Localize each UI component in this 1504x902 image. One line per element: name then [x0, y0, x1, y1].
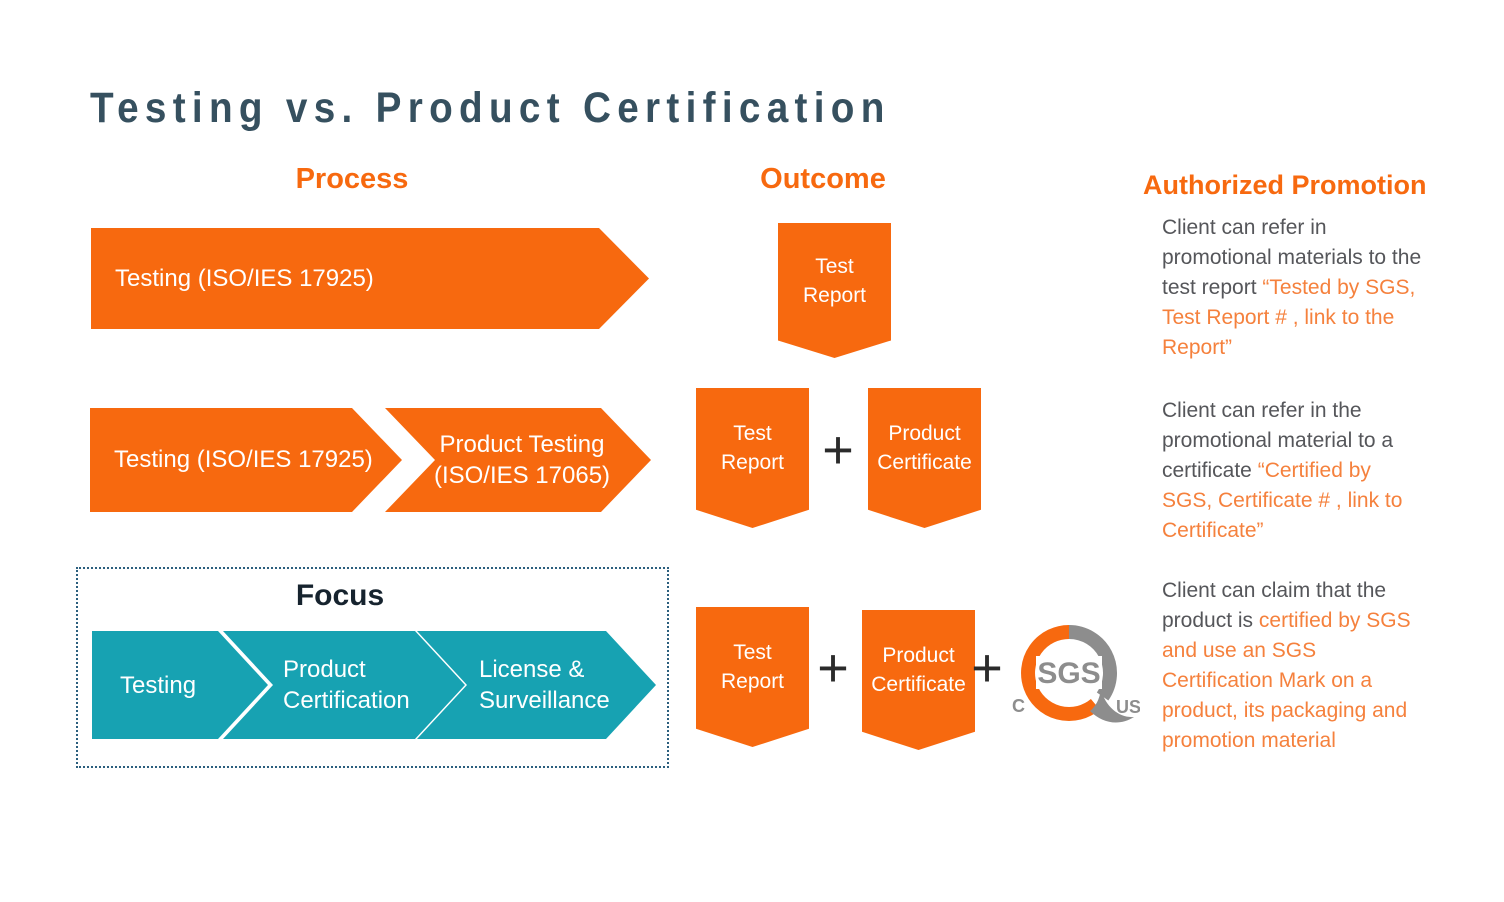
badge-label: Product Certificate — [877, 422, 972, 474]
page-title: Testing vs. Product Certification — [90, 84, 891, 132]
column-header-authorized-promotion: Authorized Promotion — [1143, 170, 1427, 200]
outcome-badge-test-report: Test Report — [696, 388, 809, 528]
focus-arrow-label: License & Surveillance — [479, 656, 610, 714]
column-header-process: Process — [295, 163, 409, 195]
promotion-text-orange: “Certified by SGS, Certificate # , link … — [1162, 459, 1403, 542]
promotion-text-orange: “Tested by SGS, Test Report # , link to … — [1162, 276, 1416, 359]
process-arrow-label: Testing (ISO/IES 17925) — [114, 446, 373, 473]
process-arrow-testing-17925: Testing (ISO/IES 17925) — [91, 228, 649, 329]
plus-sign: + — [817, 638, 849, 698]
badge-label: Test Report — [720, 641, 785, 693]
focus-box: Focus Testing Product Certification Lice… — [76, 567, 669, 768]
promotion-text-gray: Client can claim that the product is — [1162, 579, 1387, 632]
badge-label: Test Report — [802, 254, 867, 307]
sgs-logo-us-mark: US — [1116, 697, 1140, 717]
sgs-logo-text: SGS — [1037, 657, 1100, 690]
sgs-logo-c-mark: C — [1012, 696, 1025, 716]
sgs-certification-mark-icon: SGS C US — [1012, 625, 1140, 723]
promotion-paragraph-3: Client can claim that the product is cer… — [1162, 576, 1424, 756]
focus-title: Focus — [295, 579, 385, 612]
badge-label: Test Report — [720, 422, 785, 474]
promotion-paragraph-1: Client can refer in promotional material… — [1162, 213, 1424, 363]
promotion-text-gray: Client can refer in promotional material… — [1162, 216, 1422, 299]
promotion-text-orange: certified by SGS and use an SGS Certific… — [1162, 609, 1411, 752]
plus-sign: + — [971, 638, 1003, 698]
outcome-badge-test-report: Test Report — [778, 223, 891, 358]
process-arrow-testing-17925-row2: Testing (ISO/IES 17925) — [90, 408, 402, 512]
focus-arrow-label: Product Certification — [283, 656, 410, 714]
process-arrow-product-testing-17065: Product Testing (ISO/IES 17065) — [385, 408, 651, 512]
promotion-text-gray: Client can refer in the promotional mate… — [1162, 399, 1394, 482]
column-header-outcome: Outcome — [760, 163, 886, 195]
plus-sign: + — [822, 420, 854, 480]
outcome-badge-test-report: Test Report — [696, 607, 809, 747]
focus-arrow-label: Testing — [120, 671, 197, 699]
badge-label: Product Certificate — [871, 644, 966, 696]
outcome-badge-product-certificate: Product Certificate — [868, 388, 981, 528]
outcome-badge-product-certificate: Product Certificate — [862, 610, 975, 750]
promotion-paragraph-2: Client can refer in the promotional mate… — [1162, 396, 1424, 546]
process-arrow-label: Product Testing (ISO/IES 17065) — [433, 431, 611, 489]
process-arrow-label: Testing (ISO/IES 17925) — [115, 264, 374, 292]
